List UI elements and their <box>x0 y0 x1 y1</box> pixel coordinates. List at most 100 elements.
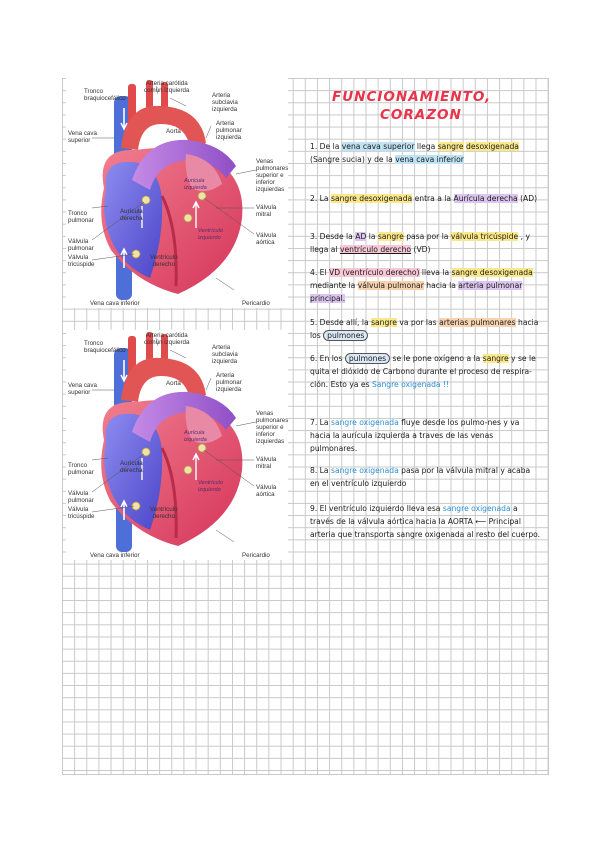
term-valvula-tricuspide: válvula tricúspide <box>450 232 519 241</box>
label-tronco-pulmonar: Tronco pulmonar <box>68 210 94 224</box>
notes-title: FUNCIONAMIENTO, CORAZON <box>332 88 502 124</box>
term-vd: VD (ventrículo derecho) <box>329 268 420 277</box>
term-arterias-pulmonares: arterias pulmonares <box>439 318 516 327</box>
label-valvula-tricuspide: Válvula tricúspide <box>68 254 95 268</box>
step-text: La <box>319 418 329 427</box>
label-ventriculo-izquierdo: Ventrículo izquierdo <box>198 228 223 241</box>
step-number: 3. <box>310 232 318 241</box>
label-pericardio: Pericardio <box>242 552 270 559</box>
step-text: entra a la <box>414 194 452 203</box>
label-arteria-carotida: Arteria carótida común izquierda <box>144 80 190 94</box>
heart-illustration <box>91 332 257 552</box>
step-text: a través de la válvula aórtica hacia la … <box>310 504 541 539</box>
label-valvula-pulmonar: Válvula pulmonar <box>68 238 94 252</box>
step-8: 8. La sangre oxigenada pasa por la válvu… <box>310 464 542 490</box>
step-text: Desde allí, la <box>319 318 369 327</box>
heart-diagram-top: Tronco braquiocefálico Arteria carótida … <box>66 78 288 308</box>
step-number: 2. <box>310 194 318 203</box>
title-line-2: CORAZON <box>380 107 462 123</box>
step-text: pasa por la válvula mitral y acaba en el… <box>310 466 531 488</box>
step-text: El ventrículo izquierdo lleva esa <box>319 504 441 513</box>
label-aorta: Aorta <box>166 128 181 135</box>
label-arteria-carotida: Arteria carótida común izquierda <box>144 332 190 346</box>
step-number: 7. <box>310 418 318 427</box>
term-sangre: sangre <box>371 318 397 327</box>
term-sangre-oxigenada: Sangre oxigenada !! <box>371 380 450 389</box>
step-number: 4. <box>310 268 318 277</box>
label-valvula-mitral: Válvula mitral <box>256 204 277 218</box>
term-pulmones: pulmones <box>323 330 369 341</box>
step-text: va por las <box>399 318 437 327</box>
label-ventriculo-izquierdo: Ventrículo izquierdo <box>198 480 223 493</box>
title-line-1: FUNCIONAMIENTO, <box>332 89 492 105</box>
step-text: la <box>368 232 376 241</box>
term-sangre-desoxigenada: sangre desoxigenada <box>330 194 413 203</box>
step-7: 7. La sangre oxigenada fluye desde los p… <box>310 416 542 455</box>
label-valvula-tricuspide: Válvula tricúspide <box>68 506 95 520</box>
label-auricula-izquierda: Aurícula izquierda <box>184 178 207 191</box>
step-4: 4. El VD (ventrículo derecho) lleva la s… <box>310 266 542 305</box>
step-number: 6. <box>310 354 318 363</box>
step-text: (VD) <box>413 245 431 254</box>
step-text: se le pone oxígeno a la <box>392 354 481 363</box>
step-text: La <box>319 194 329 203</box>
step-number: 5. <box>310 318 318 327</box>
term-desoxigenada: desoxigenada <box>466 142 519 151</box>
term-pulmones: pulmones <box>344 353 391 364</box>
step-3: 3. Desde la AD la sangre pasa por la vál… <box>310 230 542 256</box>
label-arteria-pulmonar: Arteria pulmonar izquierda <box>216 120 242 141</box>
heart-diagram-bottom: Tronco braquiocefálico Arteria carótida … <box>66 330 288 560</box>
term-vena-cava-inferior: vena cava inferior <box>395 155 464 164</box>
step-6: 6. En los pulmones se le pone oxígeno a … <box>310 352 542 391</box>
label-vena-cava-superior: Vena cava superior <box>68 382 97 396</box>
step-number: 1. <box>310 142 318 151</box>
label-vena-cava-superior: Vena cava superior <box>68 130 97 144</box>
step-5: 5. Desde allí, la sangre va por las arte… <box>310 316 542 342</box>
label-tronco-pulmonar: Tronco pulmonar <box>68 462 94 476</box>
step-text: fluye desde los pulmo-nes y va hacia la … <box>310 418 520 453</box>
step-text: De la <box>319 142 340 151</box>
label-arteria-pulmonar: Arteria pulmonar izquierda <box>216 372 242 393</box>
label-aorta: Aorta <box>166 380 181 387</box>
label-vena-cava-inferior: Vena cava inferior <box>90 552 140 559</box>
step-2: 2. La sangre desoxigenada entra a la Aur… <box>310 192 542 205</box>
term-vena-cava-superior: vena cava superior <box>341 142 415 151</box>
step-text: (Sangre sucia) y de la <box>310 155 393 164</box>
label-ventriculo-derecho: Ventrículo derecho <box>150 254 178 268</box>
step-text: pasa por la <box>406 232 449 241</box>
step-9: 9. El ventrículo izquierdo lleva esa san… <box>310 502 542 541</box>
label-ventriculo-derecho: Ventrículo derecho <box>150 506 178 520</box>
term-sangre: sangre <box>482 354 509 363</box>
term-sangre: sangre <box>377 232 404 241</box>
label-valvula-mitral: Válvula mitral <box>256 456 277 470</box>
term-sangre-oxigenada: sangre oxigenada <box>330 466 399 475</box>
label-arteria-subclavia: Arteria subclavia izquierda <box>212 92 238 113</box>
step-text: (AD) <box>520 194 538 203</box>
label-valvula-aortica: Válvula aórtica <box>256 484 277 498</box>
step-text: Desde la <box>319 232 353 241</box>
step-number: 8. <box>310 466 318 475</box>
step-text: La <box>319 466 329 475</box>
step-text: llega <box>416 142 436 151</box>
label-auricula-derecha: Aurícula derecha <box>120 460 143 474</box>
heart-illustration <box>91 80 257 300</box>
term-ad: AD <box>355 232 367 241</box>
step-text: En los <box>319 354 343 363</box>
step-text: hacia los <box>310 318 539 340</box>
label-tronco-braquiocefalico: Tronco braquiocefálico <box>84 340 126 354</box>
label-valvula-pulmonar: Válvula pulmonar <box>68 490 94 504</box>
term-sangre-oxigenada: sangre oxigenada <box>442 504 511 513</box>
step-text: y se le quita el dióxido de Carbono dura… <box>310 354 536 389</box>
label-venas-pulmonares: Venas pulmonares superior e inferior izq… <box>256 410 289 445</box>
term-sangre: sangre <box>437 142 464 151</box>
label-auricula-izquierda: Aurícula izquierda <box>184 430 207 443</box>
label-arteria-subclavia: Arteria subclavia izquierda <box>212 344 238 365</box>
label-tronco-braquiocefalico: Tronco braquiocefálico <box>84 88 126 102</box>
label-pericardio: Pericardio <box>242 300 270 307</box>
step-text: mediante la <box>310 281 356 290</box>
term-auricula-derecha: Aurícula derecha <box>453 194 518 203</box>
term-sangre-oxigenada: sangre oxigenada <box>330 418 399 427</box>
term-ventriculo-derecho: ventrículo derecho <box>339 245 412 254</box>
label-auricula-derecha: Aurícula derecha <box>120 208 143 222</box>
label-venas-pulmonares: Venas pulmonares superior e inferior izq… <box>256 158 289 193</box>
